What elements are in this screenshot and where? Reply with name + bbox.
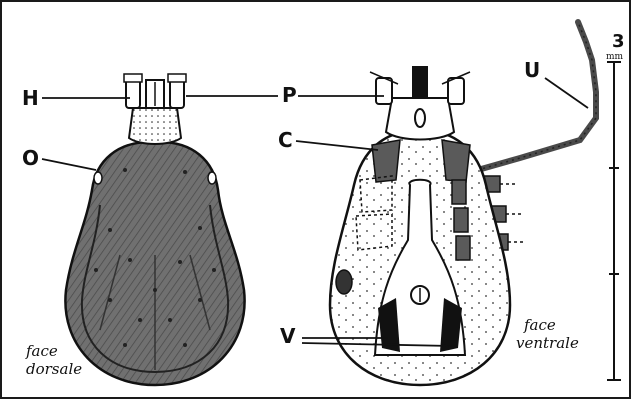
caption-dorsal-line2: dorsale bbox=[26, 362, 82, 377]
dorsal-eye-left bbox=[94, 172, 102, 184]
label-c: C bbox=[278, 130, 293, 150]
ventral-coxa-right bbox=[442, 140, 470, 182]
scale-bar bbox=[607, 62, 621, 380]
dorsal-capitulum bbox=[129, 108, 181, 144]
leader-c bbox=[296, 141, 378, 150]
leader-o bbox=[42, 159, 96, 170]
label-u: U bbox=[524, 60, 540, 80]
scale-value: 3 bbox=[612, 32, 625, 52]
ventral-palp-right bbox=[448, 78, 464, 104]
ventral-palp-left bbox=[376, 78, 392, 104]
caption-dorsal-line1: face bbox=[26, 344, 58, 359]
ventral-coxa-left bbox=[372, 140, 400, 182]
label-o: O bbox=[22, 148, 39, 168]
ventral-view bbox=[330, 22, 596, 385]
dorsal-view bbox=[65, 74, 244, 385]
label-v: V bbox=[280, 326, 295, 346]
scale-unit: mm bbox=[606, 50, 623, 65]
dorsal-eye-right bbox=[208, 172, 216, 184]
ventral-hypostome bbox=[412, 66, 428, 98]
caption-ventral-line1: face bbox=[524, 318, 556, 333]
label-h: H bbox=[22, 88, 39, 108]
leader-u bbox=[545, 78, 588, 108]
label-p: P bbox=[282, 85, 297, 105]
caption-ventral-line2: ventrale bbox=[516, 336, 579, 351]
ventral-spiracle bbox=[336, 270, 352, 294]
